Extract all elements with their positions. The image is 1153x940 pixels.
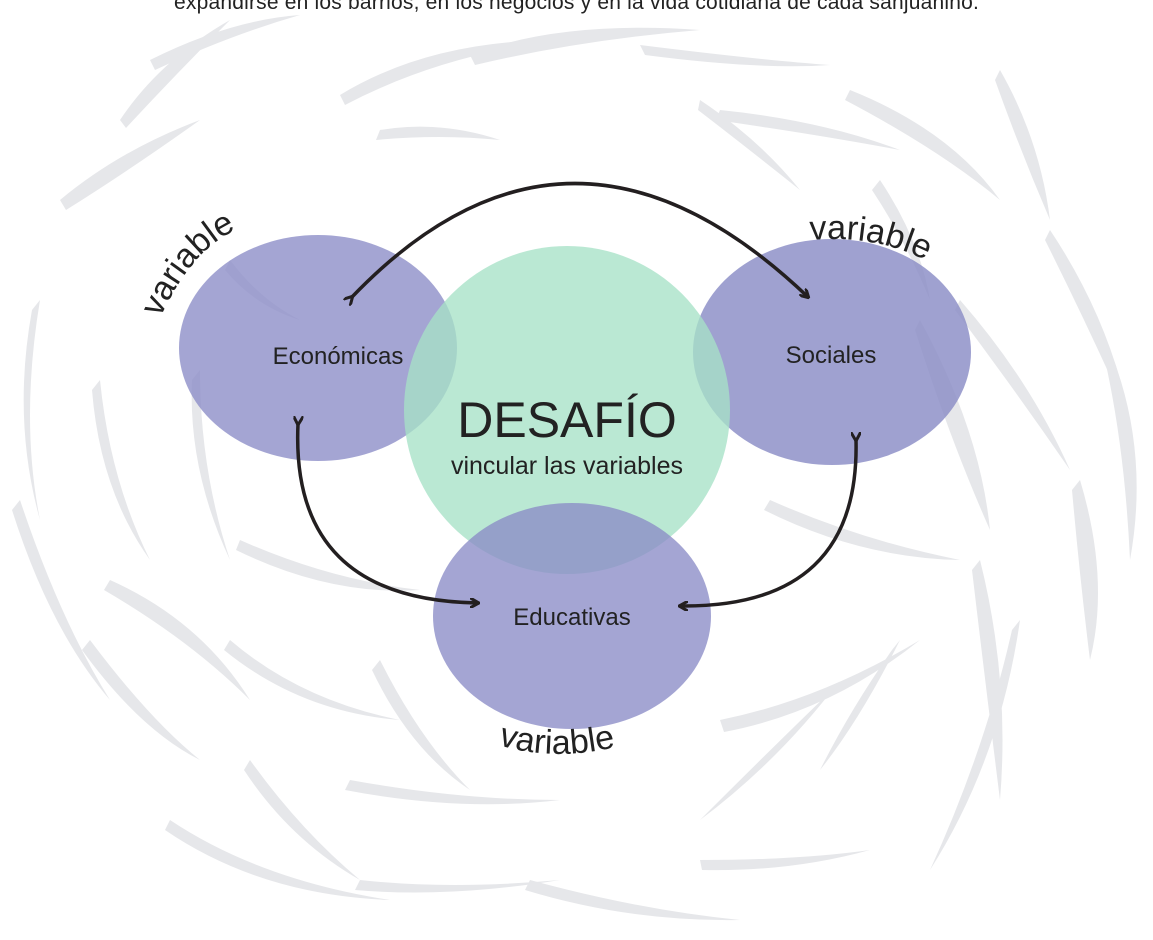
desafio-subtitle: vincular las variables — [451, 452, 683, 480]
intro-text: expandirse en los barrios, en los negoci… — [173, 0, 979, 14]
educativas-label: Educativas — [513, 604, 630, 631]
arrow-sociales-educativas — [680, 440, 856, 606]
sociales-label: Sociales — [786, 342, 877, 369]
leaf-background — [12, 15, 1137, 921]
desafio-title: DESAFÍO — [457, 392, 676, 448]
connector-arrows — [298, 181, 856, 607]
arrow-economicas-sociales — [352, 181, 808, 298]
desafio-circle — [404, 246, 730, 574]
economicas-label: Económicas — [273, 343, 404, 370]
arrow-economicas-educativas — [298, 424, 478, 603]
educativas-circle — [433, 503, 711, 729]
